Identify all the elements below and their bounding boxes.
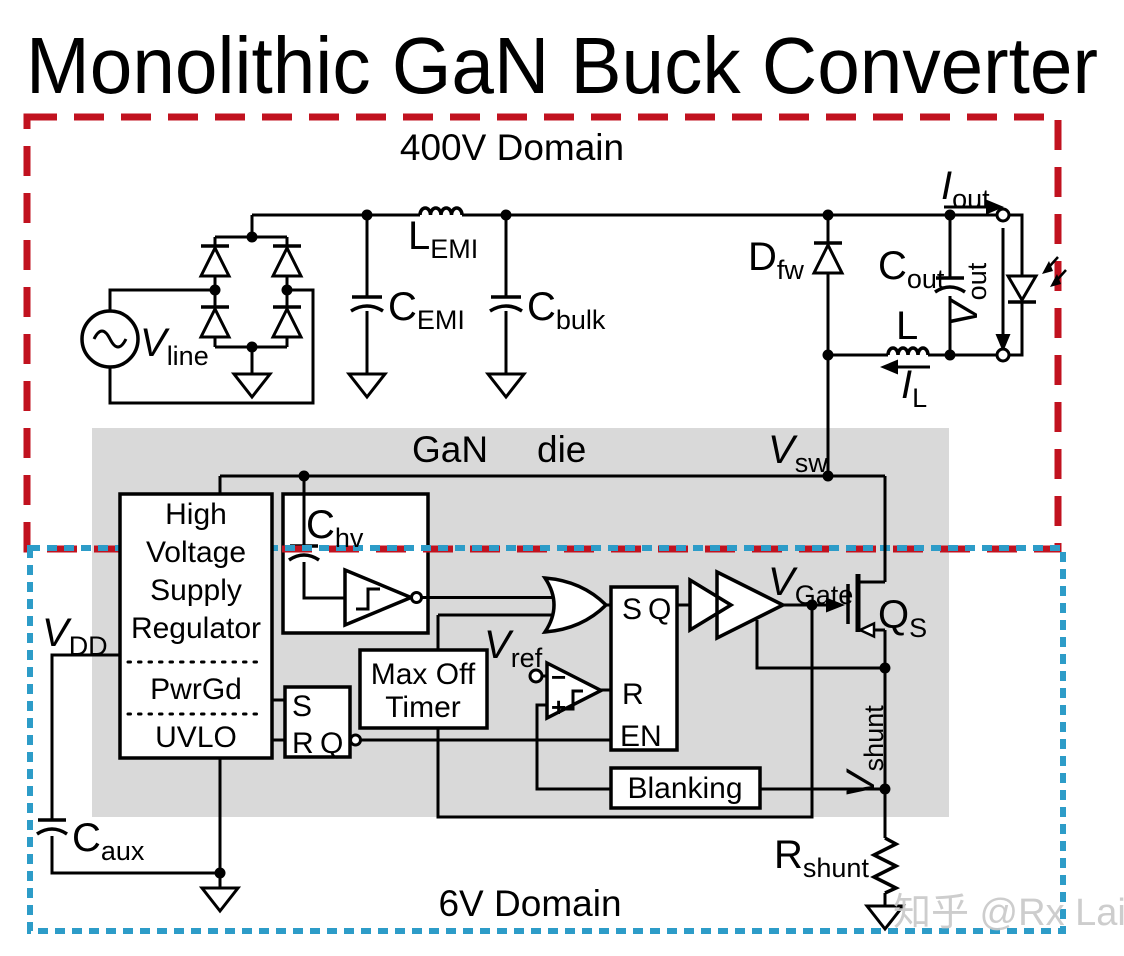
svg-text:R: R	[292, 727, 314, 760]
qs-mosfet-icon	[846, 574, 876, 639]
vref-terminal-icon	[528, 668, 544, 684]
svg-text:+: +	[551, 692, 566, 722]
label-cbulk: Cbulk	[527, 285, 606, 335]
svg-text:EN: EN	[620, 720, 662, 753]
junction-dots	[209, 209, 956, 879]
lv-domain-label: 6V Domain	[438, 883, 621, 924]
hv-domain-label: 400V Domain	[400, 127, 624, 168]
label-cemi: CEMI	[388, 285, 465, 335]
label-vgate: VGate	[768, 560, 853, 610]
chv-cap-arc	[288, 553, 320, 562]
svg-text:Q: Q	[320, 727, 343, 760]
uvlo-latch-box	[283, 685, 352, 759]
rshunt-resistor-icon	[870, 836, 901, 895]
svg-text:Q: Q	[648, 593, 671, 626]
die-label-die: die	[537, 429, 586, 470]
lv-domain-border	[27, 545, 1066, 934]
label-qs: QS	[878, 593, 927, 643]
label-vout: Vout	[942, 262, 992, 327]
blanking-label: Blanking	[627, 772, 742, 805]
inverter-bubble-icon	[410, 591, 423, 604]
hvsr-text: High Voltage Supply Regulator PwrGd UVLO	[131, 498, 261, 754]
schmitt-inverter-icon	[343, 567, 416, 628]
svg-text:Max Off: Max Off	[371, 658, 476, 691]
label-cout: Cout	[878, 244, 945, 294]
output-terminals	[528, 207, 1011, 684]
capacitor-arcs	[36, 285, 966, 836]
ac-source-icon	[80, 309, 140, 369]
svg-text:S: S	[292, 690, 312, 723]
max-off-timer-text: Max Off Timer	[371, 658, 476, 724]
terminal-icon	[995, 347, 1011, 363]
page-title: Monolithic GaN Buck Converter	[26, 21, 1098, 110]
svg-text:Regulator: Regulator	[131, 612, 261, 645]
main-latch-text: S Q R EN	[620, 593, 671, 753]
label-caux: Caux	[72, 816, 145, 866]
uvlo-latch-text: S R Q	[292, 690, 343, 760]
svg-text:−: −	[551, 662, 566, 692]
label-vdd: VDD	[42, 611, 108, 661]
ground-icon	[198, 372, 907, 932]
label-lemi: LEMI	[408, 214, 478, 264]
current-voltage-arrows	[826, 199, 1011, 613]
chv-block	[281, 476, 556, 635]
svg-text:R: R	[622, 678, 644, 711]
label-vline: Vline	[140, 321, 209, 371]
hvsr-dividers	[126, 660, 266, 716]
diode-icon	[198, 241, 845, 339]
label-l: L	[896, 304, 918, 348]
or-gate-icon	[541, 575, 609, 635]
label-dfw: Dfw	[748, 235, 804, 285]
svg-text:Supply: Supply	[150, 574, 242, 607]
svg-text:Timer: Timer	[385, 691, 461, 724]
hysteresis-icon	[356, 587, 380, 611]
svg-text:S: S	[622, 593, 642, 626]
watermark: 知乎 @Rx Lai	[893, 892, 1124, 934]
qbar-bubble-icon	[349, 733, 362, 747]
main-latch-box	[609, 585, 679, 752]
buffer-chain-icon	[688, 569, 787, 641]
svg-text:High: High	[165, 498, 227, 531]
label-vref: Vref	[484, 623, 543, 673]
led-icon	[1005, 256, 1067, 303]
blanking-box	[609, 766, 762, 810]
die-label-gan: GaN	[412, 429, 488, 470]
label-vsw: Vsw	[768, 428, 828, 478]
comparator-text: − +	[551, 662, 566, 722]
max-off-timer-box	[358, 648, 489, 730]
label-chv: Chv	[306, 503, 364, 553]
inductor-coils-icon	[418, 206, 930, 356]
svg-text:PwrGd: PwrGd	[150, 673, 242, 706]
label-iout: Iout	[941, 164, 990, 214]
comparator-icon	[545, 660, 605, 721]
svg-text:Voltage: Voltage	[146, 536, 246, 569]
label-vshunt: Vshunt	[839, 705, 889, 798]
label-il: IL	[901, 363, 927, 413]
chv-wires	[302, 476, 556, 600]
terminal-icon	[995, 207, 1011, 223]
svg-text:UVLO: UVLO	[155, 721, 237, 754]
label-rshunt: Rshunt	[774, 833, 869, 883]
